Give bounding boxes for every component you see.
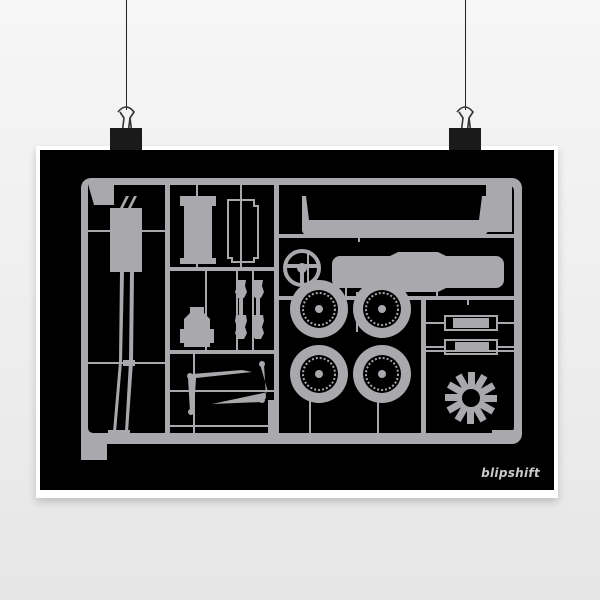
fan: [445, 372, 497, 424]
right-binder-clip: [449, 106, 481, 150]
sprue-illustration: [81, 178, 522, 460]
right-wire: [465, 0, 466, 110]
poster: blipshift: [36, 146, 558, 498]
left-binder-clip: [110, 106, 142, 150]
wheels: [290, 280, 411, 403]
poster-artwork: blipshift: [40, 150, 554, 490]
brand-logo: blipshift: [481, 466, 540, 480]
left-wire: [126, 0, 127, 110]
